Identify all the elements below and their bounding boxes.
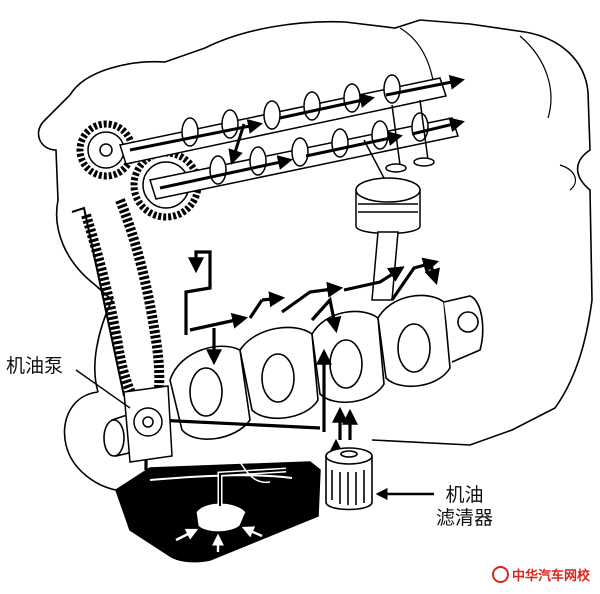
site-logo-icon <box>492 566 509 583</box>
oil-pump <box>123 385 173 463</box>
oil-filter-label: 机油 滤清器 <box>436 484 493 530</box>
watermark-text: 中华汽车网校 <box>512 569 591 584</box>
oil-pump-leader <box>75 369 131 409</box>
oil-pump-label: 机油泵 <box>6 355 64 377</box>
camshaft-oil-arrows <box>129 74 465 190</box>
oil-filter-label-line2: 滤清器 <box>436 506 494 529</box>
piston <box>355 177 421 301</box>
site-watermark: 中华汽车网校 <box>492 565 590 584</box>
oil-pan <box>115 461 321 563</box>
oil-filter <box>325 447 373 511</box>
valves <box>363 99 435 179</box>
timing-chain <box>71 198 165 405</box>
oil-filter-label-line1: 机油 <box>445 484 484 506</box>
engine-block-outline <box>37 19 593 491</box>
